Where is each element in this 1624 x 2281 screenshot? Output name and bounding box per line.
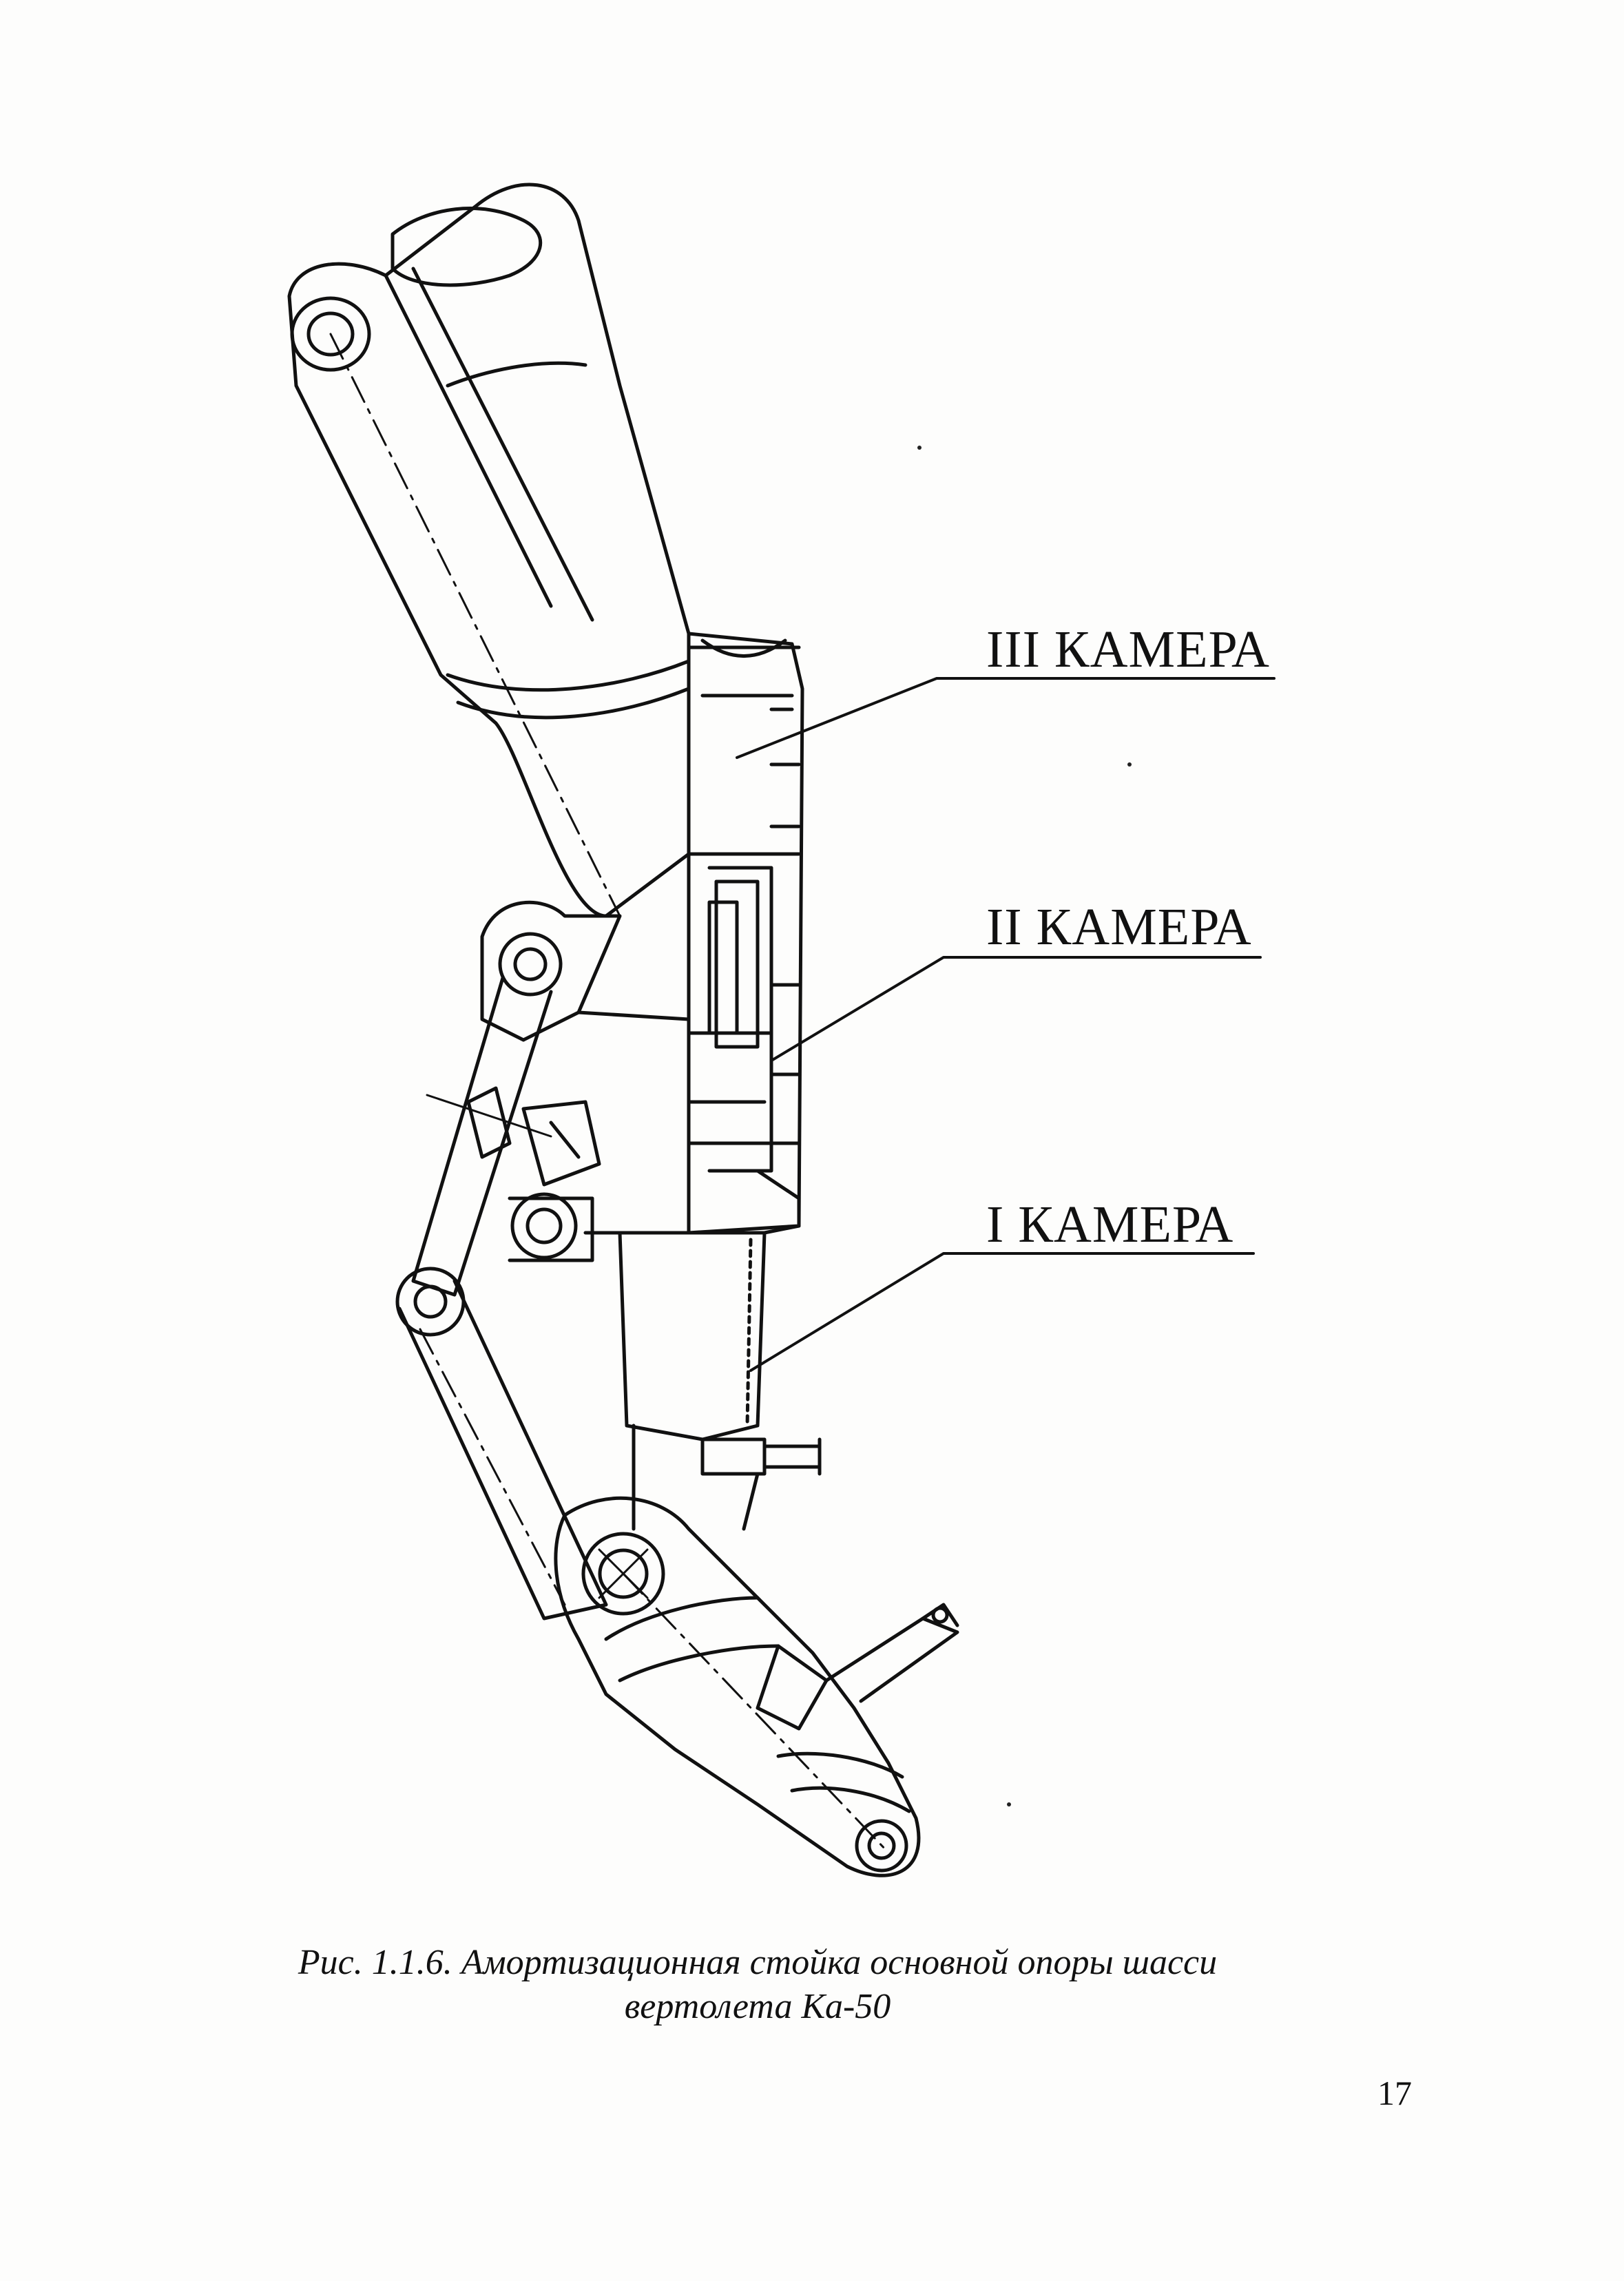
chamber-3-label: III КАМЕРА: [986, 621, 1270, 678]
page-number: 17: [1377, 2074, 1412, 2112]
upper-lug: [480, 900, 691, 1262]
caption-line-1: Рис. 1.1.6. Амортизационная стойка основ…: [298, 1943, 1218, 1982]
upper-torque-link: [411, 976, 601, 1297]
lower-cylinder: [618, 1231, 822, 1531]
upper-cylinder: [287, 183, 691, 918]
figure-caption: Рис. 1.1.6. Амортизационная стойка основ…: [172, 1941, 1343, 2029]
shock-absorber-body: [687, 632, 804, 1235]
lower-torque-link: [395, 1267, 608, 1621]
scan-specks: [917, 446, 1132, 1806]
chamber-1-label: I КАМЕРА: [986, 1196, 1234, 1253]
chamber-2-label: II КАМЕРА: [986, 898, 1252, 956]
caption-line-2: вертолета Ка-50: [624, 1987, 891, 2026]
callout-leaders: [736, 677, 1276, 1372]
axle-assembly: [554, 1496, 959, 1877]
